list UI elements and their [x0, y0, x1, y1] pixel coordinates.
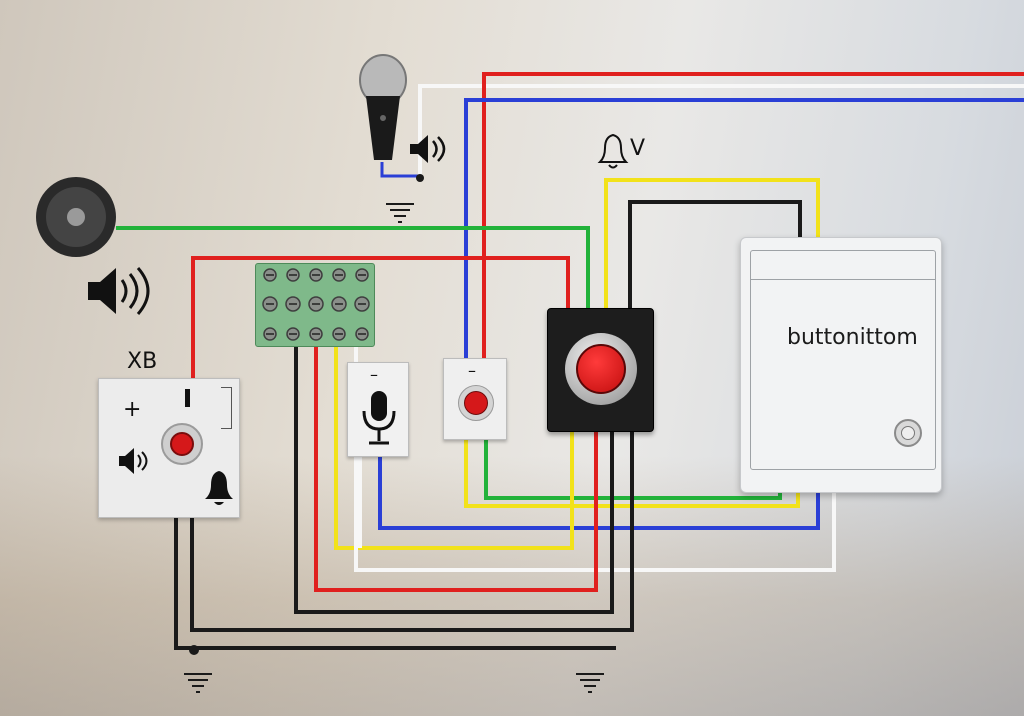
indicator-lamp-icon	[894, 419, 922, 447]
v-label: V	[630, 136, 646, 161]
big-push-button[interactable]	[565, 333, 637, 405]
wire-red-bottom	[314, 346, 598, 592]
record-button-icon	[464, 391, 488, 415]
bracket-line	[221, 387, 232, 429]
minus-label: –	[468, 361, 476, 380]
wire-black-bottom-1	[294, 346, 614, 614]
xb-push-button[interactable]	[161, 423, 203, 465]
microphone-device-icon	[359, 54, 407, 160]
bell-icon	[205, 471, 233, 505]
junction-dot	[189, 645, 199, 655]
junction-dot	[416, 174, 424, 182]
control-enclosure: buttonittom	[740, 237, 942, 493]
enclosure-door: buttonittom	[750, 250, 936, 470]
wire-yellow-top	[604, 178, 820, 310]
plus-label: +	[123, 397, 142, 422]
wire-blue-top	[464, 98, 1024, 360]
enclosure-divider	[751, 279, 935, 280]
wire-blue-bottom	[378, 456, 820, 530]
wire-red-xb	[191, 256, 570, 380]
speaker-device-icon	[36, 177, 116, 257]
microphone-icon	[362, 391, 396, 445]
ground-icon	[184, 673, 212, 693]
ground-icon	[386, 203, 414, 223]
speaker-icon	[410, 135, 446, 163]
wire-green-speaker	[116, 226, 590, 310]
wire-black-top	[628, 200, 802, 310]
record-button-icon	[170, 432, 194, 456]
ground-icon	[576, 673, 604, 693]
wire-yellow-bottom	[334, 346, 574, 550]
wire-black-bottom-3	[174, 518, 616, 650]
xb-label: XB	[127, 349, 158, 374]
microphone-wall-plate: –	[347, 362, 409, 457]
enclosure-label: buttonittom	[787, 325, 918, 350]
minus-label: –	[370, 365, 378, 384]
small-button-plate: –	[443, 358, 507, 440]
xb-control-panel: +	[98, 378, 240, 518]
speaker-icon	[119, 448, 148, 474]
wire-black-bottom-2	[190, 432, 634, 632]
terminal-block	[255, 263, 375, 347]
speaker-icon	[88, 267, 150, 315]
wire-blue-mic	[380, 162, 420, 178]
big-push-button-panel	[547, 308, 654, 432]
wire-red-top	[482, 72, 1024, 360]
record-button-icon	[576, 344, 626, 394]
terminal-screws	[262, 268, 370, 341]
bell-icon	[597, 133, 629, 169]
indicator-bar	[185, 389, 190, 407]
small-push-button[interactable]	[458, 385, 494, 421]
